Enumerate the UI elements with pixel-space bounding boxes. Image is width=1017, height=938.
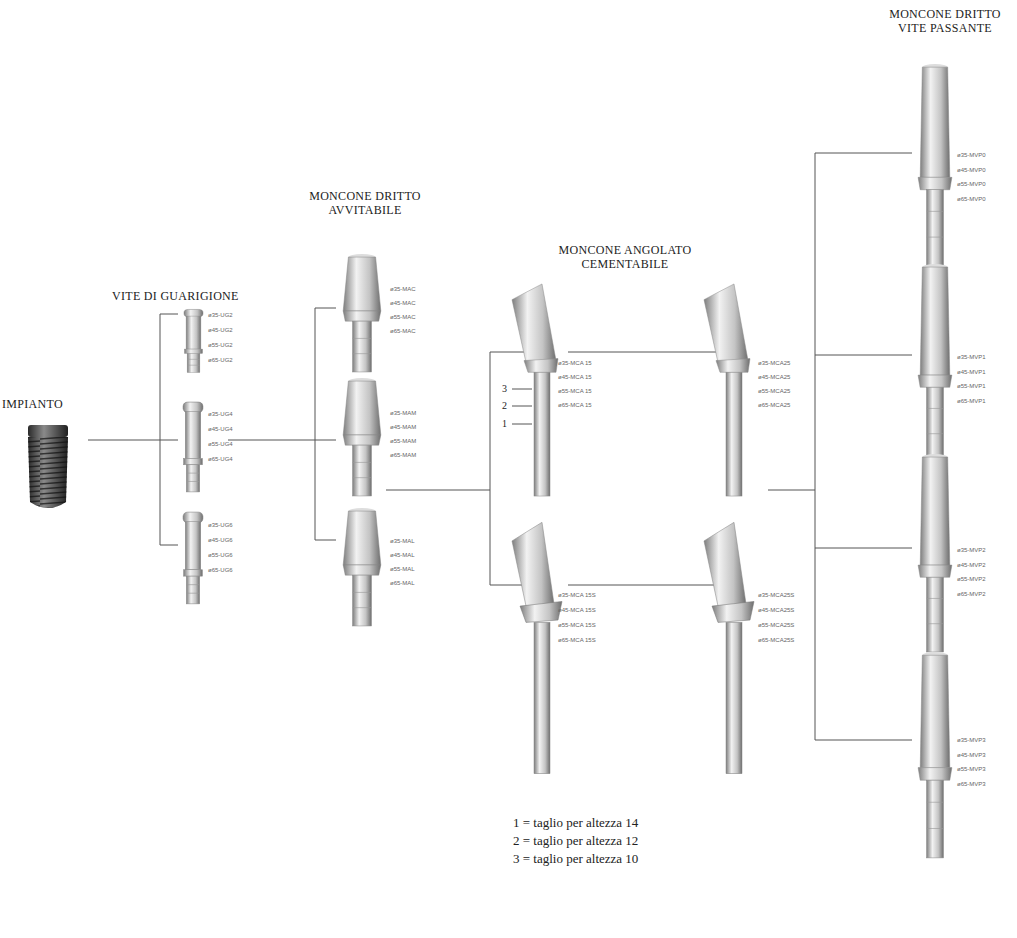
part-code: ø35-MCA 15S (558, 592, 596, 599)
legend-note: 1 = taglio per altezza 14 (513, 816, 638, 831)
part-code: ø55-MVP0 (957, 181, 986, 188)
part-code: ø35-MCA25 (758, 360, 790, 367)
part-code: ø45-MVP0 (957, 167, 986, 174)
callout-number: 2 (502, 400, 507, 412)
section-heading: MONCONE DRITTO AVVITABILE (300, 190, 430, 218)
section-heading: MONCONE ANGOLATO CEMENTABILE (545, 244, 705, 272)
part-code: ø65-MCA 15 (558, 402, 592, 409)
part-code: ø55-MVP2 (957, 576, 986, 583)
part-code: ø35-UG6 (208, 522, 233, 529)
part-code: ø35-MVP0 (957, 152, 986, 159)
part-code: ø55-MCA25S (758, 622, 794, 629)
callout-number: 1 (502, 418, 507, 430)
part-code: ø45-MCA 15S (558, 607, 596, 614)
part-code: ø45-MCA25S (758, 607, 794, 614)
legend-note: 3 = taglio per altezza 10 (513, 852, 638, 867)
part-code: ø35-MAC (390, 286, 416, 293)
part-code: ø45-MAM (390, 424, 416, 431)
part-code: ø55-MAL (390, 566, 415, 573)
part-code: ø45-MCA25 (758, 374, 790, 381)
part-code: ø35-UG2 (208, 312, 233, 319)
part-code: ø55-MAM (390, 438, 416, 445)
part-code: ø45-MVP3 (957, 752, 986, 759)
section-heading: VITE DI GUARIGIONE (112, 290, 239, 304)
part-code: ø35-MVP3 (957, 737, 986, 744)
part-code: ø35-MAM (390, 410, 416, 417)
part-code: ø35-MCA25S (758, 592, 794, 599)
part-code: ø65-MCA 15S (558, 637, 596, 644)
part-code: ø65-MVP2 (957, 591, 986, 598)
section-heading: MONCONE DRITTO VITE PASSANTE (880, 8, 1010, 36)
part-code: ø65-MVP1 (957, 398, 986, 405)
part-code: ø45-MVP1 (957, 369, 986, 376)
part-code: ø55-MVP3 (957, 766, 986, 773)
part-code: ø65-UG2 (208, 357, 233, 364)
part-code: ø35-MAL (390, 538, 415, 545)
part-code: ø55-MAC (390, 314, 416, 321)
part-code: ø55-MCA25 (758, 388, 790, 395)
part-code: ø55-MCA 15 (558, 388, 592, 395)
part-code: ø35-MCA 15 (558, 360, 592, 367)
part-code: ø35-MVP1 (957, 354, 986, 361)
implant (28, 425, 68, 508)
part-code: ø55-UG2 (208, 342, 233, 349)
part-code: ø55-UG4 (208, 441, 233, 448)
part-code: ø65-MVP0 (957, 196, 986, 203)
section-heading: IMPIANTO (2, 398, 63, 412)
part-code: ø45-UG4 (208, 426, 233, 433)
part-code: ø65-MAL (390, 580, 415, 587)
part-code: ø55-MCA 15S (558, 622, 596, 629)
part-code: ø65-MAM (390, 452, 416, 459)
part-code: ø45-UG2 (208, 327, 233, 334)
part-code: ø65-UG6 (208, 567, 233, 574)
part-code: ø35-MVP2 (957, 547, 986, 554)
tree-lines (88, 153, 912, 740)
part-code: ø55-UG6 (208, 552, 233, 559)
legend-note: 2 = taglio per altezza 12 (513, 834, 638, 849)
part-code: ø55-MVP1 (957, 383, 986, 390)
part-code: ø65-MCA25 (758, 402, 790, 409)
part-code: ø45-UG6 (208, 537, 233, 544)
part-code: ø45-MAL (390, 552, 415, 559)
part-code: ø65-MAC (390, 328, 416, 335)
part-code: ø65-MCA25S (758, 637, 794, 644)
callout-number: 3 (502, 383, 507, 395)
part-code: ø45-MAC (390, 300, 416, 307)
part-code: ø65-UG4 (208, 456, 233, 463)
part-code: ø45-MVP2 (957, 562, 986, 569)
part-code: ø65-MVP3 (957, 781, 986, 788)
part-code: ø35-UG4 (208, 411, 233, 418)
part-code: ø45-MCA 15 (558, 374, 592, 381)
